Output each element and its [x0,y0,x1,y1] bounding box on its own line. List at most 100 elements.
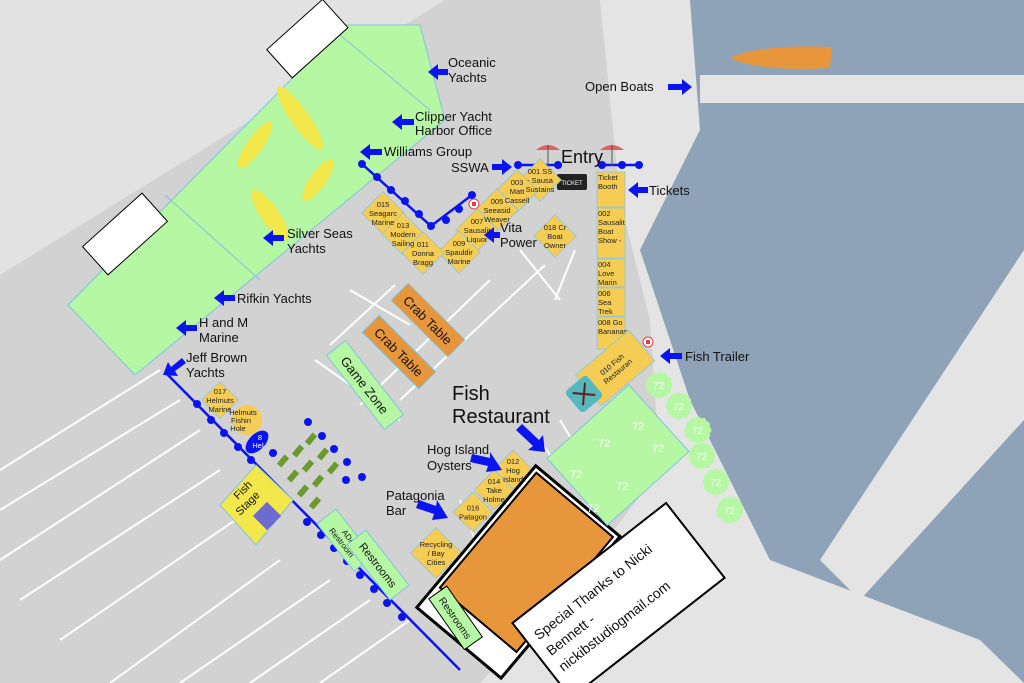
tree-icon: 72 [716,496,744,524]
helmuts-fishin-hole[interactable]: Helmuts Fishin Hole [229,405,262,435]
seat-number: 72 [632,421,644,433]
label-hm: Marine [199,330,239,345]
yacht-divider [164,194,261,281]
ticket-cell-label: Sausalit [598,218,626,227]
label-silver-seas: Silver Seas [287,226,353,241]
seat-number: 72 [652,443,664,455]
label-williams: Williams Group [384,144,472,159]
booth-018[interactable] [533,214,577,258]
tree-icon: 72 [702,468,730,496]
arrow-left-icon [660,348,682,364]
booth-009[interactable] [437,230,481,274]
booth-label: Helmuts [229,408,257,417]
arrow-left-icon [484,227,500,243]
label-tickets: Tickets [649,183,690,198]
seat-number: 72 [587,503,599,515]
booth-label: Seeasid [483,206,510,215]
ticket-cell-label: Bananas [598,327,628,336]
boat-label: Hel [252,441,264,450]
label-vita: Vita [500,220,523,235]
label-hog-island: Oysters [427,458,472,473]
booth-016[interactable] [452,491,494,533]
booth-label: 015 [377,200,390,209]
label-rifkin: Rifkin Yachts [237,291,312,306]
label-hog-island: Hog Island [427,442,489,457]
booth-011[interactable] [401,231,445,275]
booth-label: Seagarc [369,209,397,218]
label-entry: Entry [561,147,603,167]
booth-017[interactable] [201,381,239,419]
label-hm: H and M [199,315,248,330]
labels: Oceanic Yachts Clipper Yacht Harbor Offi… [163,55,750,520]
pier [700,75,1024,103]
arrow-right-icon [470,452,502,472]
ticket-icon: TICKET [557,174,587,190]
arrow-down-left-icon [163,358,186,376]
booth-label: Marine [372,218,395,227]
booth-label: Sailing [392,239,415,248]
arrow-left-icon [214,290,235,306]
booth-label: Fishin [231,416,251,425]
ticket-cell-label: Trek [598,307,613,316]
boat-label: 8 [258,433,262,442]
booth-label: Cities [427,558,446,567]
building [81,192,169,276]
fish-stage[interactable]: Fish Stage [219,464,294,546]
label-oceanic: Oceanic [448,55,496,70]
label-vita: Power [500,235,538,250]
arrow-right-icon [668,79,692,95]
power-outlet-icon [642,336,654,348]
booth-label: 017 [214,387,227,396]
booth-label: Cassell [505,196,530,205]
label-silver-seas: Yachts [287,241,326,256]
booth-recycling[interactable] [409,526,463,580]
booth-label: Holme [483,495,505,504]
arrow-left-icon [428,64,448,80]
ticket-cell-label: Booth [598,182,618,191]
umbrella-icon [536,145,560,166]
booth-label: Owner [544,241,567,250]
booth-label: Island [503,475,523,484]
tree-number: 72 [724,506,736,517]
power-outlet-icon [468,198,480,210]
ticket-cell-label: 004 [598,260,611,269]
label-fish-restaurant: Restaurant [452,406,550,428]
booth-label: 007 [471,217,484,226]
open-boat [730,46,832,69]
booth-label: Hog [506,466,520,475]
booth-014[interactable] [473,469,515,511]
umbrella-icon [600,145,624,166]
seat-number: 72 [598,438,610,450]
booth-labels-layer: 001 SS- SausaSustains003MattCassell005Se… [206,167,567,567]
tree-number: 72 [710,478,722,489]
building [266,0,349,79]
booth-label: 003 [511,178,524,187]
tree-icon: 72 [684,416,712,444]
ticket-cell-label: Marin [598,278,617,287]
booth-label: Recycling [420,540,453,549]
booth-label: 016 [467,504,480,513]
dock-strip [820,250,1024,600]
arrow-left-icon [176,320,197,336]
booth-label: Liquor [467,235,488,244]
tree-number: 72 [653,381,665,392]
ticket-cell-label: Ticket [598,173,619,182]
arrow-left-icon [628,182,648,198]
booth-label: 005 [491,197,504,206]
boat-icon [245,430,269,454]
label-fish-trailer: Fish Trailer [685,349,750,364]
yacht-shapes [237,86,334,241]
booth-label: Boat [547,232,563,241]
booth-label: 009 [453,239,466,248]
arrow-left-icon [392,114,414,130]
